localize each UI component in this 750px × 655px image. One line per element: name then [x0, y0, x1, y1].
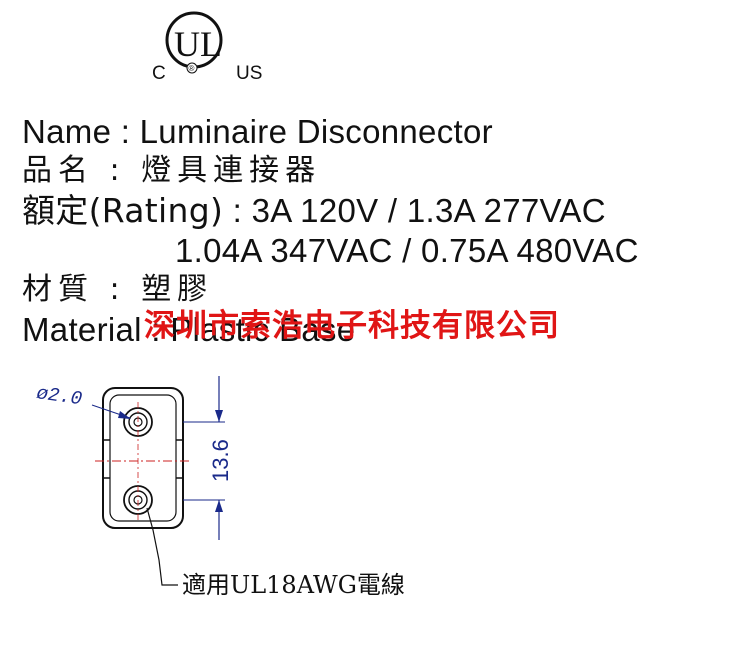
spec-material-en-label: Material — [22, 311, 142, 348]
spec-rating: 額定(Rating) : 3A 120V / 1.3A 277VAC — [22, 193, 606, 229]
ul-listed-logo: UL ® C US — [148, 8, 283, 86]
diameter-text: ø2.0 — [35, 382, 83, 410]
spec-material-zh: 材質 : 塑膠 — [22, 272, 213, 308]
spec-separator: : — [94, 153, 142, 188]
spec-material-en: Material : Plastic Base — [22, 312, 355, 348]
logo-us: US — [236, 63, 263, 84]
spec-name-zh: 品名 : 燈具連接器 — [22, 153, 321, 189]
housing-outline — [102, 387, 184, 529]
connector-drawing: 13.6 ø2.0 適用UL18AWG電線 — [35, 376, 405, 599]
spec-separator: : — [94, 272, 142, 307]
spec-material-en-value: Plastic Base — [170, 311, 356, 348]
spec-name-en-label: Name — [22, 113, 112, 150]
spec-name-en: Name : Luminaire Disconnector — [22, 114, 493, 150]
spec-separator: : — [111, 113, 140, 150]
wire-note-leader — [146, 507, 178, 586]
spec-name-zh-value: 燈具連接器 — [141, 153, 322, 188]
spec-name-en-value: Luminaire Disconnector — [139, 113, 493, 150]
housing-inner-outline — [109, 394, 177, 522]
spec-rating-continued-value: 1.04A 347VAC / 0.75A 480VAC — [175, 232, 639, 269]
spec-rating-value: 3A 120V / 1.3A 277VAC — [251, 192, 606, 229]
spec-material-zh-label: 材質 — [22, 272, 94, 307]
spec-name-zh-label: 品名 — [22, 153, 94, 188]
pitch-dimension: 13.6 — [183, 376, 233, 540]
company-watermark: 深圳市索浩电子科技有限公司 — [144, 308, 560, 344]
spec-rating-label: 額定(Rating) — [22, 191, 224, 230]
spec-separator: : — [223, 192, 252, 229]
pitch-dimension-text: 13.6 — [208, 439, 233, 482]
spec-rating-continued: 1.04A 347VAC / 0.75A 480VAC — [175, 233, 639, 269]
registered-mark: ® — [189, 64, 195, 73]
logo-c: C — [152, 63, 166, 84]
ul-mark-text: UL — [174, 24, 222, 64]
spec-material-zh-value: 塑膠 — [141, 272, 214, 307]
wire-note-text: 適用UL18AWG電線 — [182, 571, 405, 599]
ul-circle-mark: UL ® — [165, 11, 223, 74]
spec-separator: : — [141, 311, 171, 348]
